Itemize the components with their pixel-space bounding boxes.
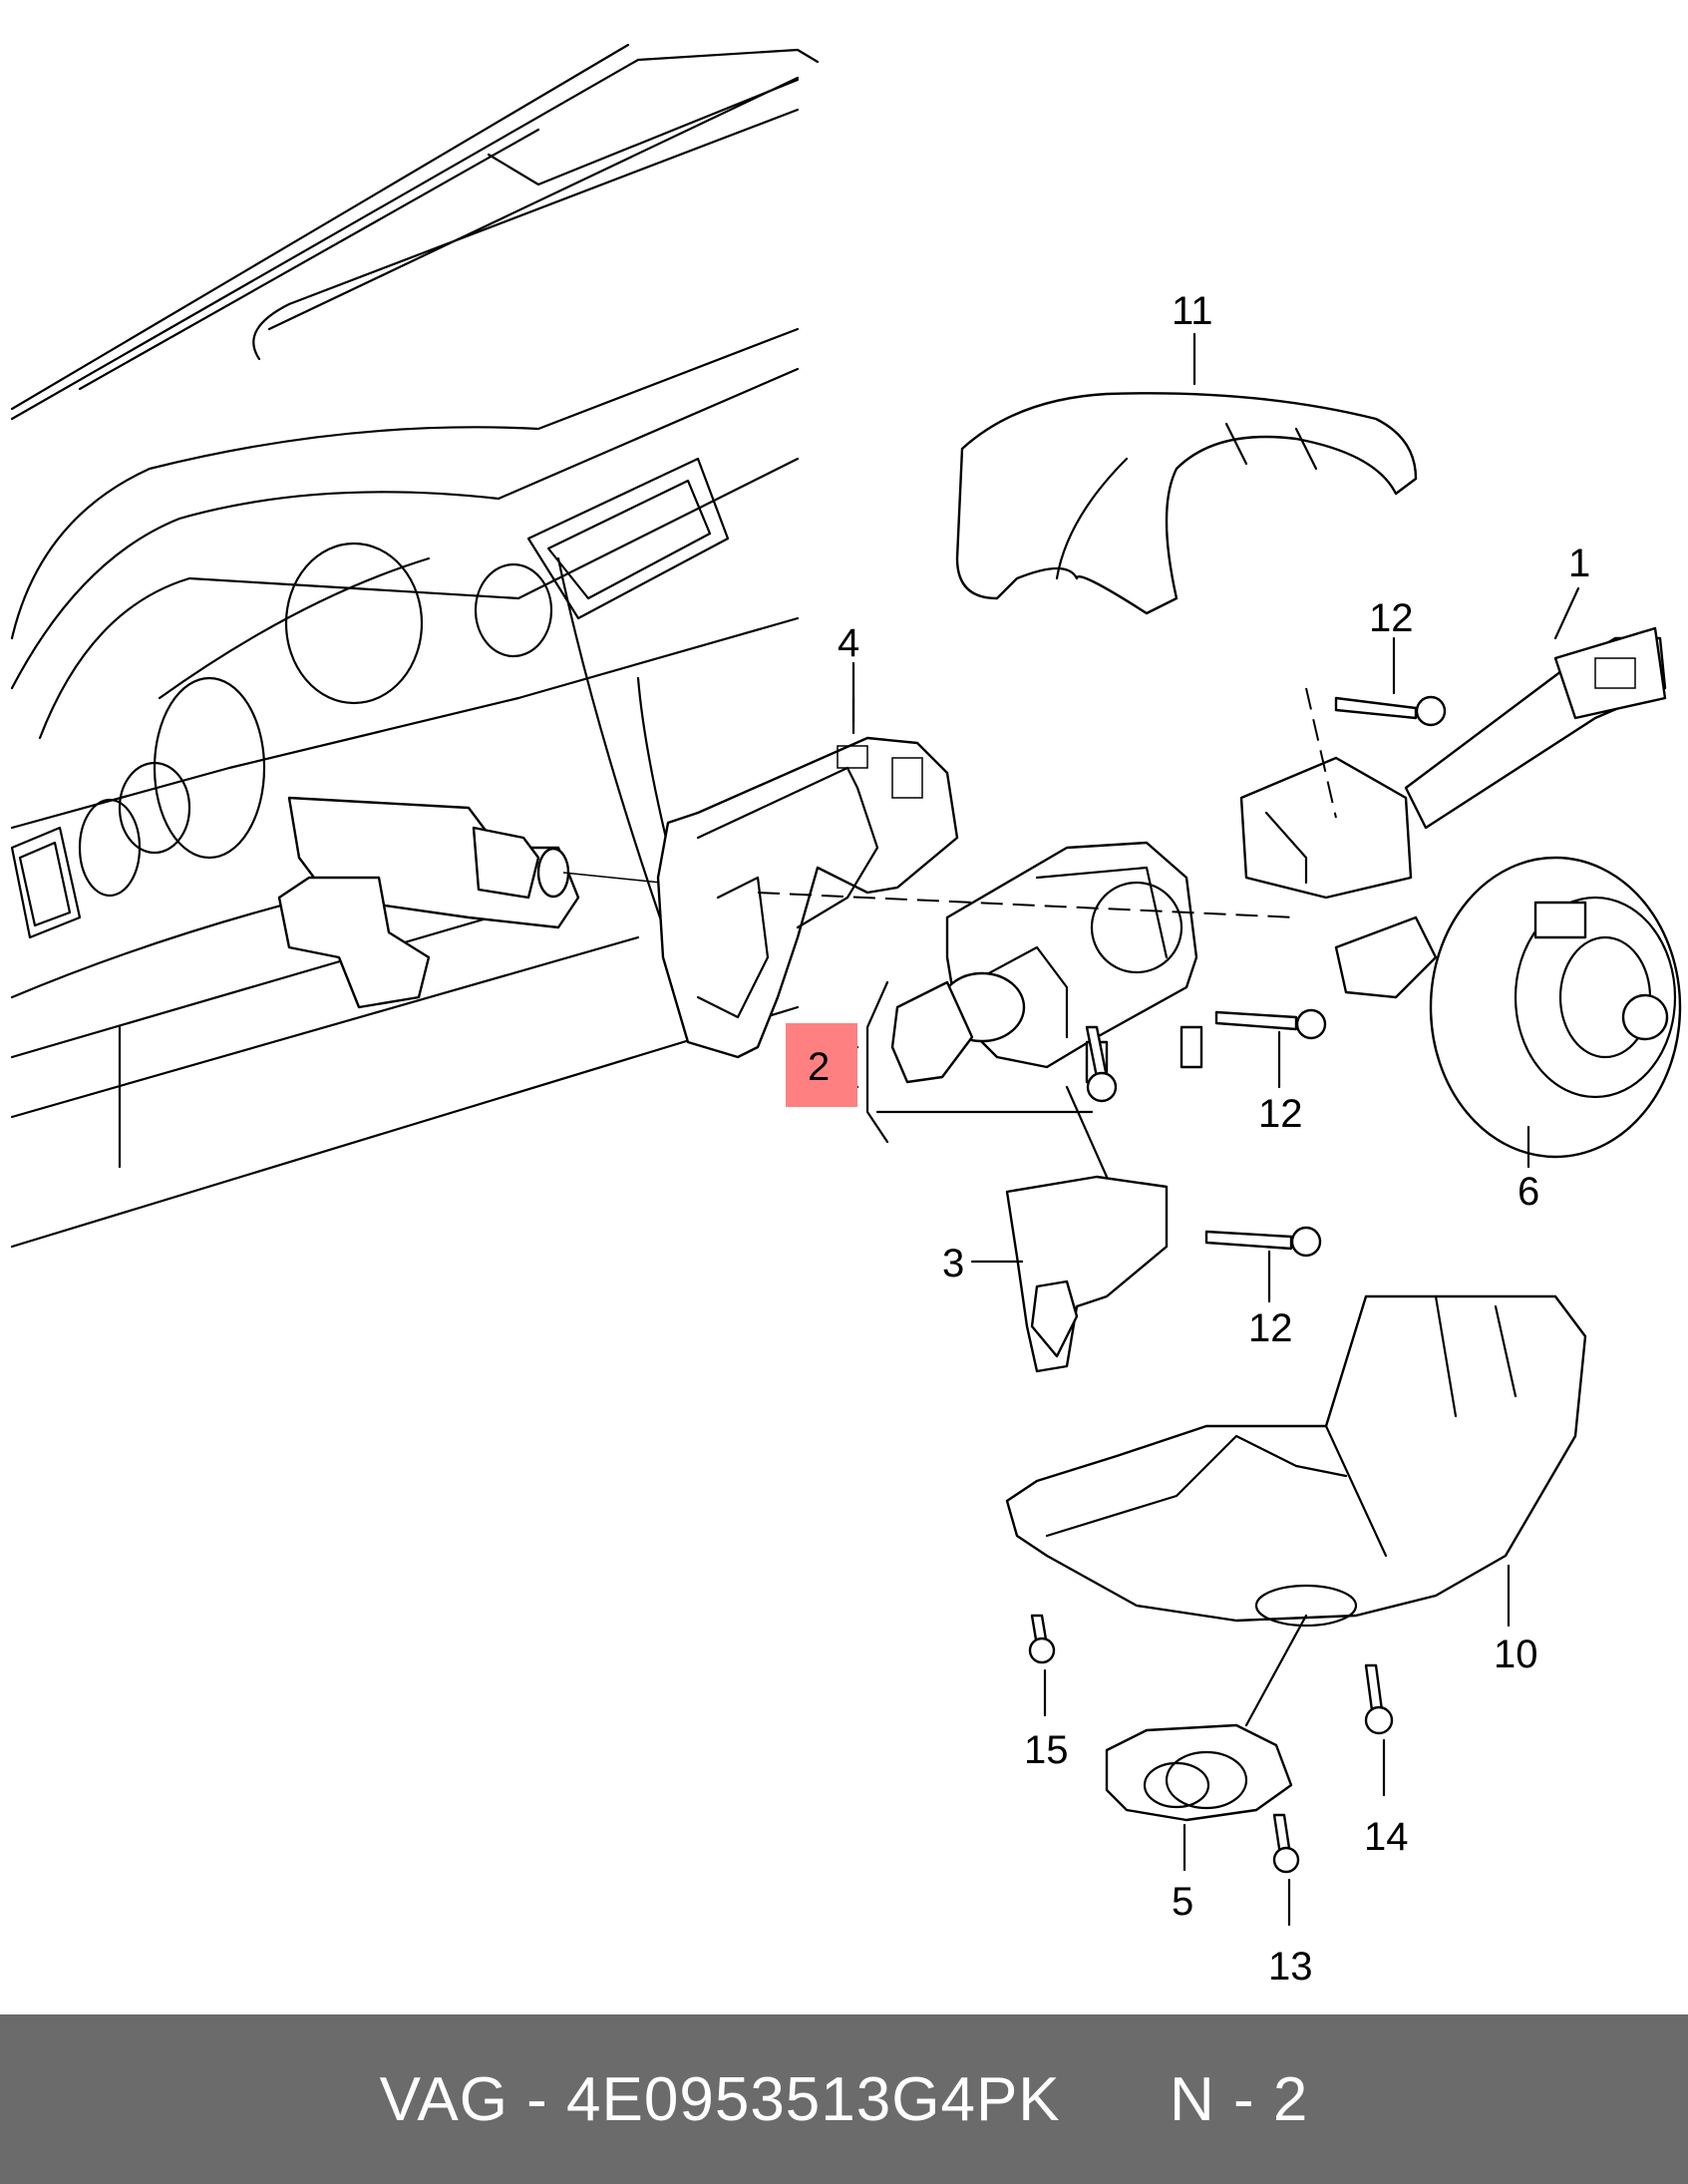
- callout-12-middle: 12: [1258, 1092, 1303, 1136]
- callout-1: 1: [1568, 542, 1590, 585]
- callout-2: 2: [808, 1045, 830, 1089]
- leader-lines: [836, 332, 1580, 1927]
- callout-12-lower: 12: [1248, 1306, 1293, 1350]
- callout-14: 14: [1364, 1815, 1409, 1859]
- callout-11: 11: [1172, 289, 1213, 333]
- part-10-lower-trim: [1005, 1294, 1587, 1628]
- callout-4: 4: [838, 621, 859, 665]
- part-3-lock: [1005, 1085, 1169, 1373]
- exploded-parts-diagram: 11 1 12 4 2 12 6 3 12 10 15 14 5 13: [10, 43, 1682, 1989]
- screw-12-top: [1334, 695, 1447, 727]
- screw-12-middle: [1214, 1008, 1327, 1040]
- screw-13: [1272, 1813, 1300, 1874]
- dashboard-outline: [10, 43, 820, 1249]
- part-2-ignition-housing: [757, 841, 1297, 1084]
- callout-5: 5: [1172, 1880, 1193, 1924]
- callout-3: 3: [942, 1242, 964, 1285]
- part-number-label: VAG - 4E0953513G4PK: [379, 2064, 1061, 2134]
- screw-15: [1028, 1614, 1056, 1664]
- part-5-module: [1105, 1723, 1293, 1822]
- callout-2-highlight: [786, 1023, 857, 1107]
- position-label: N - 2: [1170, 2064, 1309, 2134]
- callout-12-top: 12: [1369, 596, 1414, 640]
- screw-12-lower: [1204, 1226, 1322, 1258]
- footer-text: VAG - 4E0953513G4PK N - 2: [380, 2064, 1309, 2135]
- footer-bar: VAG - 4E0953513G4PK N - 2: [0, 2014, 1688, 2184]
- callout-6: 6: [1518, 1170, 1539, 1214]
- screw-14: [1364, 1663, 1394, 1735]
- part-6-clock-spring: [1334, 856, 1682, 1159]
- callout-13: 13: [1268, 1945, 1313, 1989]
- part-11-upper-trim: [955, 392, 1418, 615]
- part-1-stalk: [1239, 626, 1667, 900]
- screw-2: [875, 1025, 1118, 1114]
- part-4-frame: [656, 696, 959, 1059]
- callout-10: 10: [1494, 1633, 1538, 1676]
- callout-15: 15: [1024, 1728, 1069, 1772]
